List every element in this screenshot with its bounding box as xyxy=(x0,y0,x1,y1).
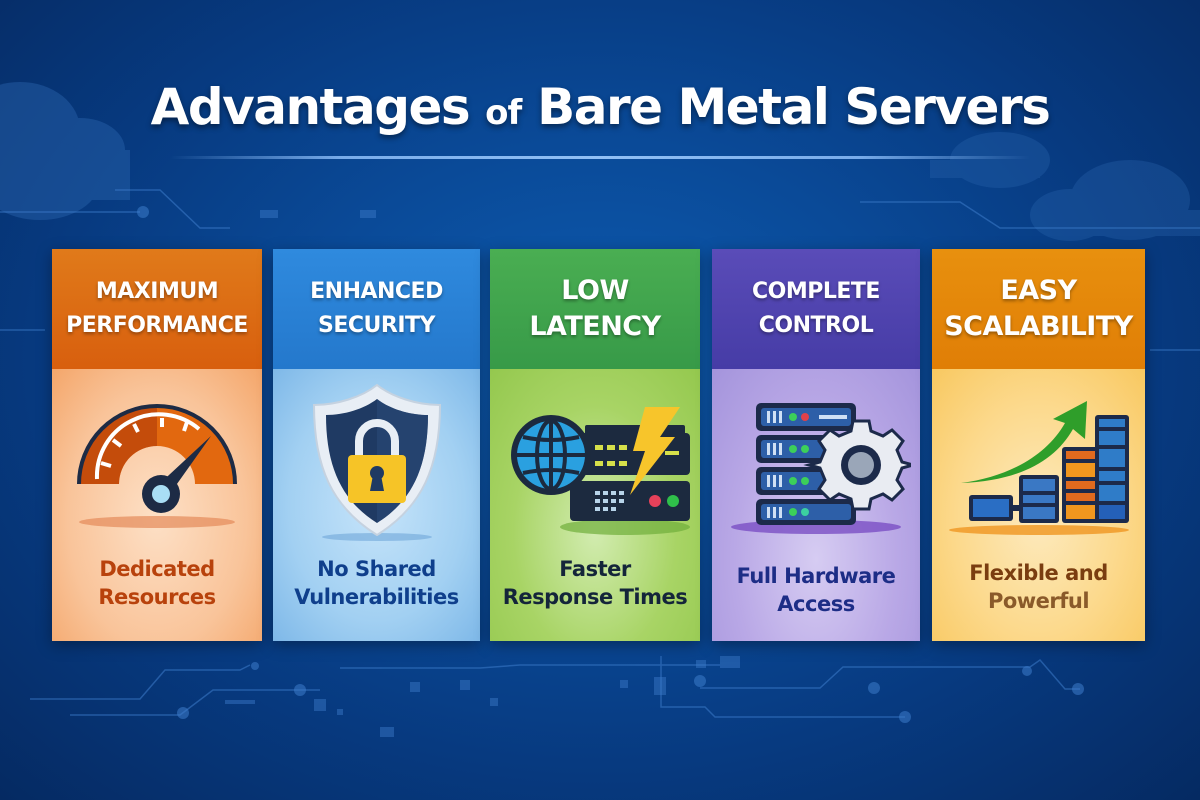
caption-line-1: Faster xyxy=(559,557,631,581)
speedometer-icon xyxy=(52,369,262,549)
card-heading-line-2: CONTROL xyxy=(758,313,874,338)
card-heading-line-2: SCALABILITY xyxy=(944,311,1133,342)
shield-lock-icon xyxy=(273,369,480,549)
card-heading-line-1: LOW xyxy=(561,275,629,306)
card-body: Flexible and Powerful xyxy=(932,369,1145,641)
title-part-3: Bare Metal Servers xyxy=(537,78,1051,136)
cloud-right-icon xyxy=(930,132,1200,241)
card-maximum-performance: MAXIMUM PERFORMANCE xyxy=(52,249,262,641)
card-heading-line-2: LATENCY xyxy=(529,311,661,342)
card-caption: Dedicated Resources xyxy=(52,555,262,611)
page-title: Advantages of Bare Metal Servers xyxy=(0,78,1200,136)
globe-server-lightning-icon xyxy=(490,375,700,555)
card-caption: Flexible and Powerful xyxy=(932,559,1145,615)
growth-chart-icon xyxy=(932,375,1145,555)
card-body: No Shared Vulnerabilities xyxy=(273,369,480,641)
card-low-latency: LOW LATENCY xyxy=(490,249,700,641)
caption-line-2: Access xyxy=(777,592,855,616)
card-header: ENHANCED SECURITY xyxy=(273,249,480,369)
title-divider xyxy=(170,156,1030,159)
card-heading-line-1: COMPLETE xyxy=(752,279,880,304)
card-caption: Full Hardware Access xyxy=(712,562,920,618)
card-header: EASY SCALABILITY xyxy=(932,249,1145,369)
title-part-2: of xyxy=(485,93,522,133)
card-body: Full Hardware Access xyxy=(712,369,920,641)
caption-line-2: Response Times xyxy=(502,585,688,609)
caption-line-1: No Shared xyxy=(317,557,436,581)
card-header: LOW LATENCY xyxy=(490,249,700,369)
card-heading-line-1: MAXIMUM xyxy=(95,279,219,304)
card-complete-control: COMPLETE CONTROL xyxy=(712,249,920,641)
caption-line-1: Flexible and xyxy=(969,561,1108,585)
card-enhanced-security: ENHANCED SECURITY No Shared Vulnerabilit… xyxy=(273,249,480,641)
card-heading-line-2: SECURITY xyxy=(318,313,435,338)
caption-line-2: Vulnerabilities xyxy=(294,585,459,609)
card-caption: Faster Response Times xyxy=(490,555,700,611)
card-body: Faster Response Times xyxy=(490,369,700,641)
card-body: Dedicated Resources xyxy=(52,369,262,641)
caption-line-2: Resources xyxy=(98,585,216,609)
caption-line-1: Dedicated xyxy=(99,557,215,581)
card-header: COMPLETE CONTROL xyxy=(712,249,920,369)
card-heading-line-1: ENHANCED xyxy=(310,279,443,304)
card-caption: No Shared Vulnerabilities xyxy=(273,555,480,611)
card-heading-line-1: EASY xyxy=(1000,275,1077,306)
server-gear-icon xyxy=(712,375,920,555)
caption-line-2: Powerful xyxy=(987,589,1090,613)
card-header: MAXIMUM PERFORMANCE xyxy=(52,249,262,369)
card-heading-line-2: PERFORMANCE xyxy=(66,313,248,338)
title-part-1: Advantages xyxy=(150,78,471,136)
card-easy-scalability: EASY SCALABILITY xyxy=(932,249,1145,641)
caption-line-1: Full Hardware xyxy=(736,564,896,588)
